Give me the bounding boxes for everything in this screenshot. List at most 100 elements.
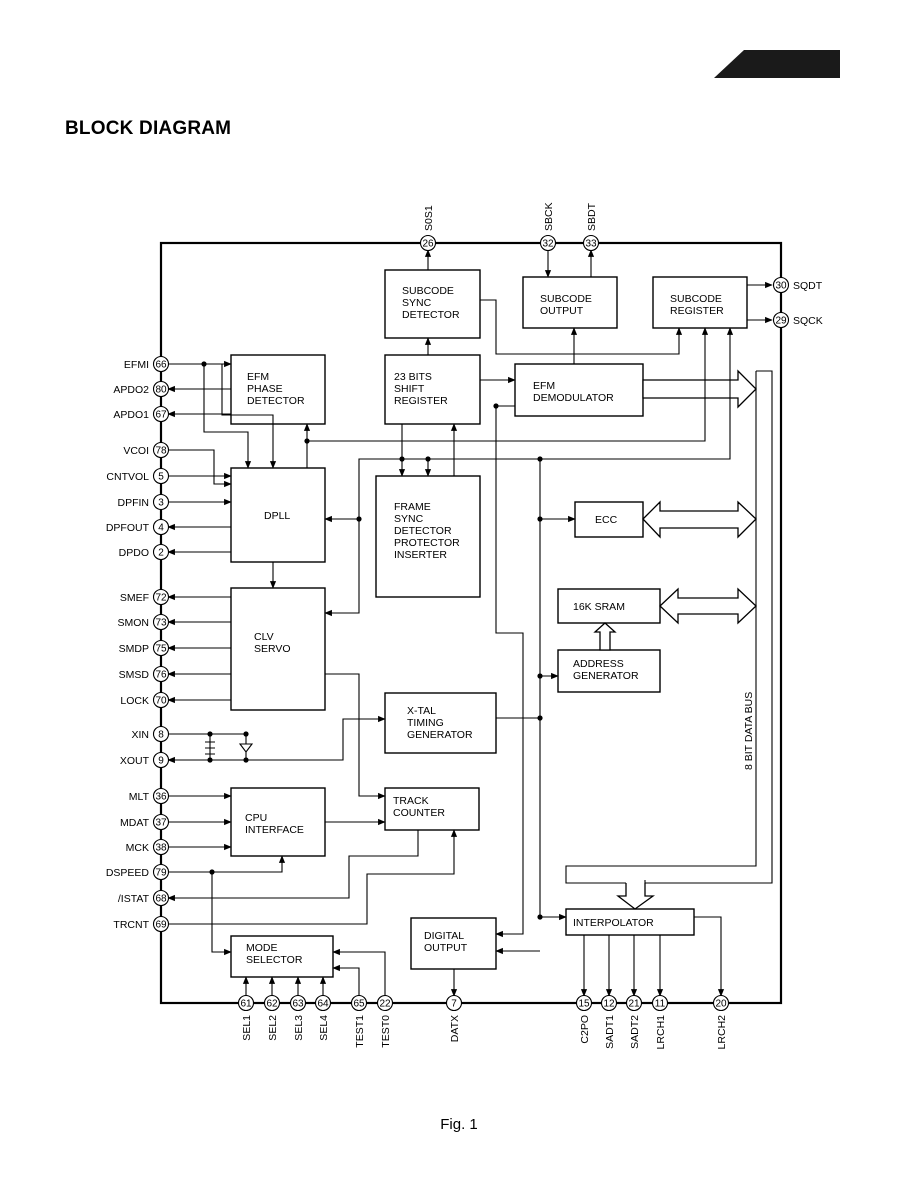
pin-label: SQCK [793,315,823,327]
sram-label: 16K SRAM [573,601,625,613]
subcode-sync-detector-label-2: SYNC [402,297,432,309]
pin-circle [152,665,170,683]
clv-servo-block: CLV SERVO [230,587,326,711]
pin-sbdt: 33 SBDT [582,202,600,252]
interpolator-label: INTERPOLATOR [573,917,654,929]
subcode-sync-detector-label-3: DETECTOR [402,309,460,321]
pin-circle [152,751,170,769]
pin-circle [152,493,170,511]
frame-sync-label-4: PROTECTOR [394,537,460,549]
pin-circle [152,639,170,657]
pin-circle [152,613,170,631]
pin-number: 70 [155,696,167,707]
pin-circle [712,994,730,1012]
pin-label: SADT2 [629,1015,641,1049]
pin-number: 36 [155,792,167,803]
pin-label: SMSD [119,669,150,681]
pin-circle [152,838,170,856]
pin-label: LOCK [120,695,149,707]
efm-demodulator-label-1: EFM [533,380,555,392]
cpu-interface-block: CPU INTERFACE [230,787,326,857]
track-counter-label-2: COUNTER [393,807,445,819]
pin-label: SEL3 [293,1015,305,1041]
pin-label: XOUT [120,755,150,767]
pin-label: TEST0 [380,1015,392,1048]
pin-number: 79 [155,868,167,879]
cpu-interface-label-2: INTERFACE [245,824,304,836]
frame-sync-label-2: SYNC [394,513,424,525]
xtal-timing-label-1: X-TAL [407,705,436,717]
pin-number: 11 [655,999,666,1010]
interpolator-block: INTERPOLATOR [565,908,695,936]
pin-number: 15 [578,999,590,1010]
pin-number: 2 [158,548,164,559]
xtal-timing-generator-block: X-TAL TIMING GENERATOR [384,692,497,754]
pin-label: DPFOUT [106,522,150,534]
pin-circle [772,311,790,329]
pin-circle [152,813,170,831]
pin-label: MCK [126,842,149,854]
pin-number: 67 [155,410,167,421]
page-corner-tab [714,50,840,78]
pin-number: 62 [266,999,278,1010]
signal-wires [167,249,773,997]
pin-number: 30 [775,281,787,292]
pin-number: 33 [585,239,597,250]
pin-number: 80 [155,385,167,396]
pin-label: SMEF [120,592,149,604]
efm-phase-detector-block: EFM PHASE DETECTOR [230,354,326,425]
pin-number: 68 [155,894,167,905]
pin-circle [539,234,557,252]
address-generator-label-1: ADDRESS [573,658,624,670]
pin-circle [263,994,281,1012]
pin-number: 38 [155,843,167,854]
efm-demodulator-label-2: DEMODULATOR [533,392,614,404]
efm-demodulator-block: EFM DEMODULATOR [514,363,644,417]
pin-label: SMDP [119,643,149,655]
pin-label: DPFIN [118,497,150,509]
pin-label: DATX [449,1015,461,1042]
frame-sync-label-1: FRAME [394,501,431,513]
pin-label: LRCH1 [655,1015,667,1050]
pin-label: SBDT [586,202,598,231]
subcode-register-block: SUBCODE REGISTER [652,276,748,329]
ecc-bus-arrow [642,500,757,539]
pin-circle [152,588,170,606]
sram-block: 16K SRAM [557,588,661,624]
xtal-timing-label-2: TIMING [407,717,444,729]
digital-output-block: DIGITAL OUTPUT [410,917,497,970]
pin-number: 12 [603,999,615,1010]
subcode-output-label-2: OUTPUT [540,305,584,317]
pin-circle [152,467,170,485]
pin-circle [237,994,255,1012]
pin-circle [600,994,618,1012]
pin-label: APDO2 [113,384,149,396]
pin-number: 37 [155,818,167,829]
pin-number: 65 [353,999,365,1010]
data-bus: 8 BIT DATA BUS [565,370,773,910]
pin-label: SQDT [793,280,823,292]
subcode-sync-detector-label-1: SUBCODE [402,285,454,297]
ecc-block: ECC [574,501,644,538]
subcode-sync-detector-block: SUBCODE SYNC DETECTOR [384,269,481,339]
pin-label: SADT1 [604,1015,616,1049]
page-title: BLOCK DIAGRAM [65,118,232,139]
pin-apdo2: 80 APDO2 [113,380,170,398]
